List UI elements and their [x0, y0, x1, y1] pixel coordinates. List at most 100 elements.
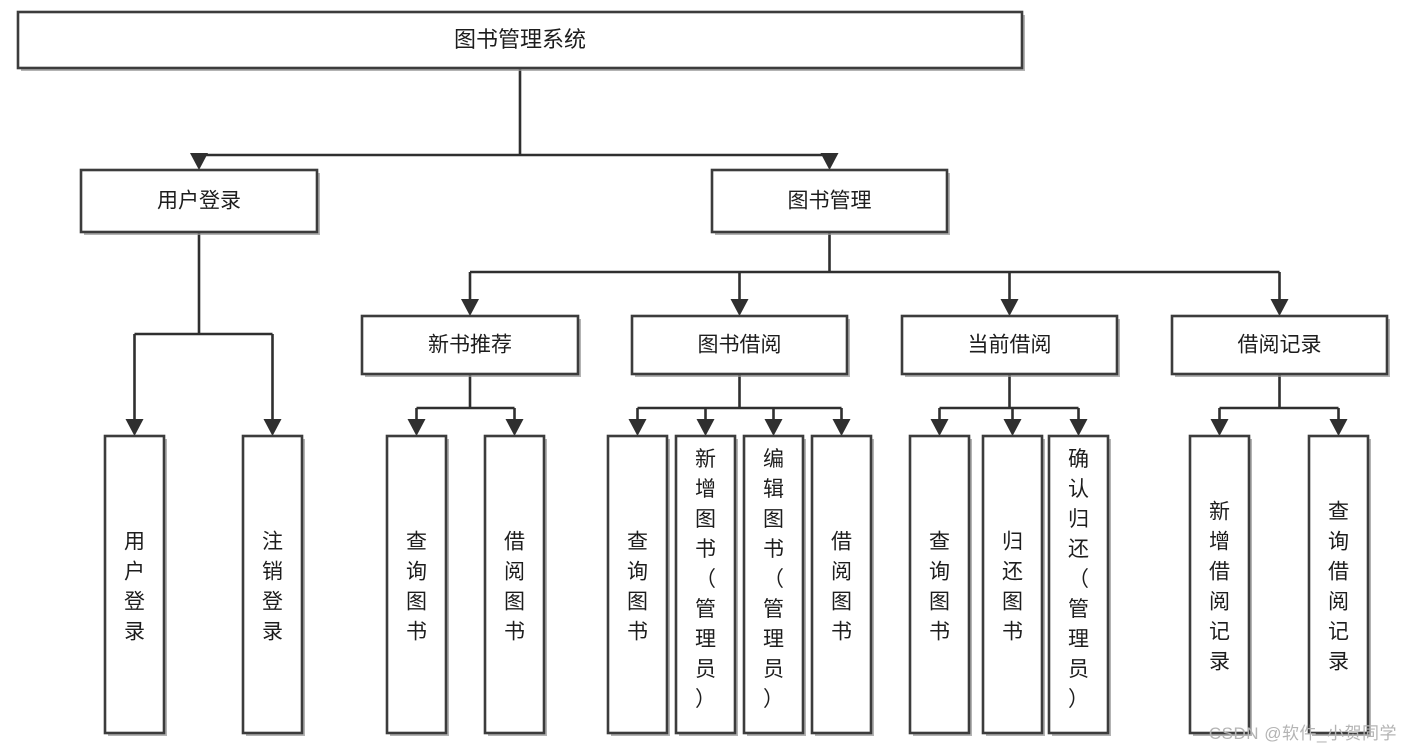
- level3-node-4[interactable]: 借阅记录: [1170, 314, 1390, 377]
- leaf-label-char: 借: [1328, 561, 1349, 584]
- leaf-label-char: 录: [1328, 651, 1349, 674]
- leaf-label-char: 书: [504, 621, 525, 644]
- leaf-label-char: 阅: [1209, 591, 1230, 614]
- leaf-label-char: 书: [831, 621, 852, 644]
- leaf-label-char: 借: [504, 531, 525, 554]
- leaf-label-char: 阅: [504, 561, 525, 584]
- box-outline: [981, 434, 1044, 735]
- leaf-label-char: 录: [262, 621, 283, 644]
- leaf-label-char: 销: [262, 561, 283, 584]
- leaf-label-char: （: [695, 568, 716, 591]
- box-outline: [16, 10, 1024, 70]
- leaf-label-char: 图: [627, 591, 648, 614]
- arrow-head-icon: [1069, 419, 1088, 436]
- leaf-label-char: 借: [1209, 561, 1230, 584]
- arrow-head-icon: [820, 153, 839, 170]
- leaf-label-char: 员: [695, 658, 716, 681]
- level3-node-2[interactable]: 图书借阅: [630, 314, 850, 377]
- arrow-head-icon: [1003, 419, 1022, 436]
- root-node-system[interactable]: 图书管理系统: [16, 10, 1025, 71]
- box-outline: [1307, 434, 1370, 735]
- leaf-label-char: 归: [1068, 508, 1089, 531]
- level2-node-2[interactable]: 图书管理: [710, 168, 950, 235]
- leaf-label-char: 归: [1002, 531, 1023, 554]
- leaf-label-char: 询: [1328, 531, 1349, 554]
- arrow-head-icon: [263, 419, 282, 436]
- connector-layer: [125, 68, 1348, 436]
- leaf-label-char: （: [763, 568, 784, 591]
- leaf-label-char: 图: [929, 591, 950, 614]
- leaf-label-char: 书: [929, 621, 950, 644]
- arrow-head-icon: [832, 419, 851, 436]
- leaf-label-char: 录: [1209, 651, 1230, 674]
- leaf-label-char: 理: [763, 628, 784, 651]
- leaf-label-char: 查: [406, 531, 427, 554]
- level3-node-3[interactable]: 当前借阅: [900, 314, 1120, 377]
- box-outline: [900, 314, 1119, 376]
- leaf-label-char: 图: [504, 591, 525, 614]
- leaf-label-char: 登: [124, 591, 145, 614]
- arrow-head-icon: [764, 419, 783, 436]
- leaf-label-char: 书: [1002, 621, 1023, 644]
- leaf-label-char: 户: [124, 561, 145, 584]
- leaf-label-char: 注: [262, 531, 283, 554]
- leaf-label-char: 询: [406, 561, 427, 584]
- leaf-label-char: 管: [1068, 598, 1089, 621]
- box-outline: [483, 434, 546, 735]
- box-outline: [1188, 434, 1251, 735]
- leaf-label-char: 询: [627, 561, 648, 584]
- box-outline: [908, 434, 971, 735]
- arrow-head-icon: [190, 153, 208, 170]
- leaf-label-char: 员: [763, 658, 784, 681]
- leaf-label-char: 阅: [831, 561, 852, 584]
- leaf-label-char: 理: [1068, 628, 1089, 651]
- box-outline: [630, 314, 849, 376]
- leaf-label-char: 阅: [1328, 591, 1349, 614]
- node-label: 图书管理: [788, 190, 872, 213]
- leaf-label-char: 书: [627, 621, 648, 644]
- arrow-head-icon: [505, 419, 524, 436]
- box-outline: [79, 168, 319, 234]
- node-layer: 图书管理系统用户登录图书管理新书推荐图书借阅当前借阅借阅记录用户登录注销登录查询…: [16, 10, 1390, 736]
- leaf-label-char: ）: [695, 688, 716, 711]
- leaf-label-char: 员: [1068, 658, 1089, 681]
- leaf-node-1[interactable]: 用户登录: [103, 434, 167, 736]
- leaf-label-char: 图: [1002, 591, 1023, 614]
- box-outline: [241, 434, 304, 735]
- level2-node-1[interactable]: 用户登录: [79, 168, 320, 235]
- leaf-label-char: 用: [124, 531, 145, 554]
- leaf-label-char: 还: [1068, 538, 1089, 561]
- leaf-label-char: （: [1068, 568, 1089, 591]
- leaf-label-char: 记: [1209, 621, 1230, 644]
- leaf-label-char: 图: [763, 508, 784, 531]
- arrow-head-icon: [461, 299, 479, 316]
- arrow-head-icon: [1000, 299, 1019, 316]
- box-outline: [385, 434, 448, 735]
- leaf-label-char: 书: [695, 538, 716, 561]
- leaf-label-char: 询: [929, 561, 950, 584]
- leaf-label-char: 记: [1328, 621, 1349, 644]
- leaf-label-char: 认: [1068, 478, 1089, 501]
- leaf-label-char: 书: [406, 621, 427, 644]
- box-outline: [742, 434, 805, 735]
- level3-node-1[interactable]: 新书推荐: [360, 314, 581, 377]
- leaf-label-char: 增: [1209, 531, 1230, 554]
- box-outline: [674, 434, 737, 735]
- arrow-head-icon: [125, 419, 144, 436]
- arrow-head-icon: [1270, 299, 1289, 316]
- box-outline: [810, 434, 873, 735]
